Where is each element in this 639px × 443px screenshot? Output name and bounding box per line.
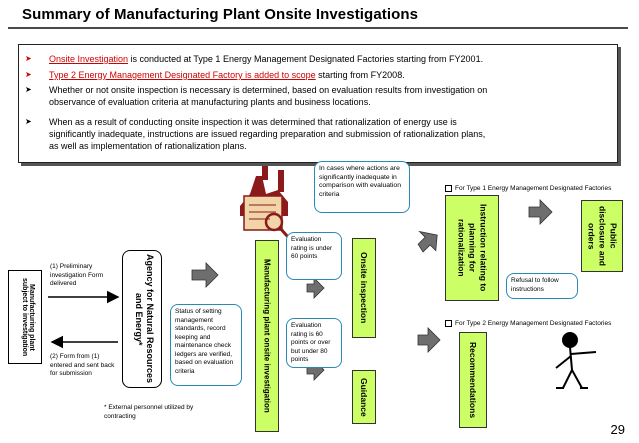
bullet-2-text: starting from FY2008. — [315, 70, 405, 80]
onsite-inspection-box: Onsite inspection — [352, 238, 376, 338]
arrow-to-public-disclosure — [528, 199, 553, 225]
recommendations-box: Recommendations — [459, 332, 487, 428]
guidance-box: Guidance — [352, 370, 376, 424]
bullet-arrow-icon: ➤ — [25, 117, 32, 126]
bullet-arrow-icon: ➤ — [25, 70, 32, 79]
bullet-arrow-icon: ➤ — [25, 85, 32, 94]
bullet-1-text: is conducted at Type 1 Energy Management… — [128, 54, 484, 64]
checkbox-square-icon — [445, 320, 452, 327]
public-disclosure-box: Public disclosure and orders — [581, 200, 623, 272]
bullet-3-line-1: Whether or not onsite inspection is nece… — [49, 85, 488, 95]
pointing-figure-icon — [555, 332, 597, 389]
bullet-4-line-2: significantly inadequate, instructions a… — [49, 129, 486, 139]
arrow-to-recommendations — [417, 327, 441, 353]
form-returned-label: (2) Form from (1) entered and sent back … — [50, 353, 115, 377]
checkbox-square-icon — [445, 185, 452, 192]
bullet-arrow-icon: ➤ — [25, 54, 32, 63]
investigation-box: Manufacturing plant onsite investigation — [255, 240, 279, 432]
title-divider — [8, 27, 628, 29]
bullet-4-line-1: When as a result of conducting onsite in… — [49, 117, 457, 127]
bullet-4-line-3: as well as implementation of rationaliza… — [49, 141, 247, 151]
page-title: Summary of Manufacturing Plant Onsite In… — [22, 6, 419, 23]
agency-box: Agency for Natural Resources and Energy* — [122, 250, 162, 388]
arrow-to-instruction — [417, 230, 438, 253]
bullet-2-highlight: Type 2 Energy Management Designated Fact… — [49, 70, 316, 80]
factory-inspection-icon — [240, 166, 290, 238]
eval-60-80-callout: Evaluation rating is 60 points or over b… — [286, 318, 342, 368]
arrow-to-onsite-1 — [306, 277, 325, 299]
status-callout: Status of setting management standards, … — [170, 304, 242, 386]
type1-label: For Type 1 Energy Management Designated … — [445, 185, 611, 194]
summary-box: ➤ Onsite Investigation is conducted at T… — [18, 44, 618, 163]
arrow-agency-to-investigation — [191, 262, 219, 288]
inadequate-callout: In cases where actions are significantly… — [314, 161, 410, 213]
page-number: 29 — [610, 422, 625, 437]
bullet-3-line-2: observance of evaluation criteria at man… — [49, 97, 371, 107]
form-delivered-label: (1) Preliminary investigation Form deliv… — [50, 263, 104, 287]
external-personnel-note: * External personnel utilized by contrac… — [104, 404, 194, 420]
eval-under-60-callout: Evaluation rating is under 60 points — [286, 232, 342, 280]
manufacturing-plant-box: Manufacturing plant subject to investiga… — [8, 270, 42, 364]
bullet-1-highlight: Onsite Investigation — [49, 54, 129, 64]
refusal-callout: Refusal to follow instructions — [506, 273, 578, 299]
type2-label: For Type 2 Energy Management Designated … — [445, 320, 611, 329]
instruction-box: Instruction relating to planning for rat… — [445, 195, 499, 301]
